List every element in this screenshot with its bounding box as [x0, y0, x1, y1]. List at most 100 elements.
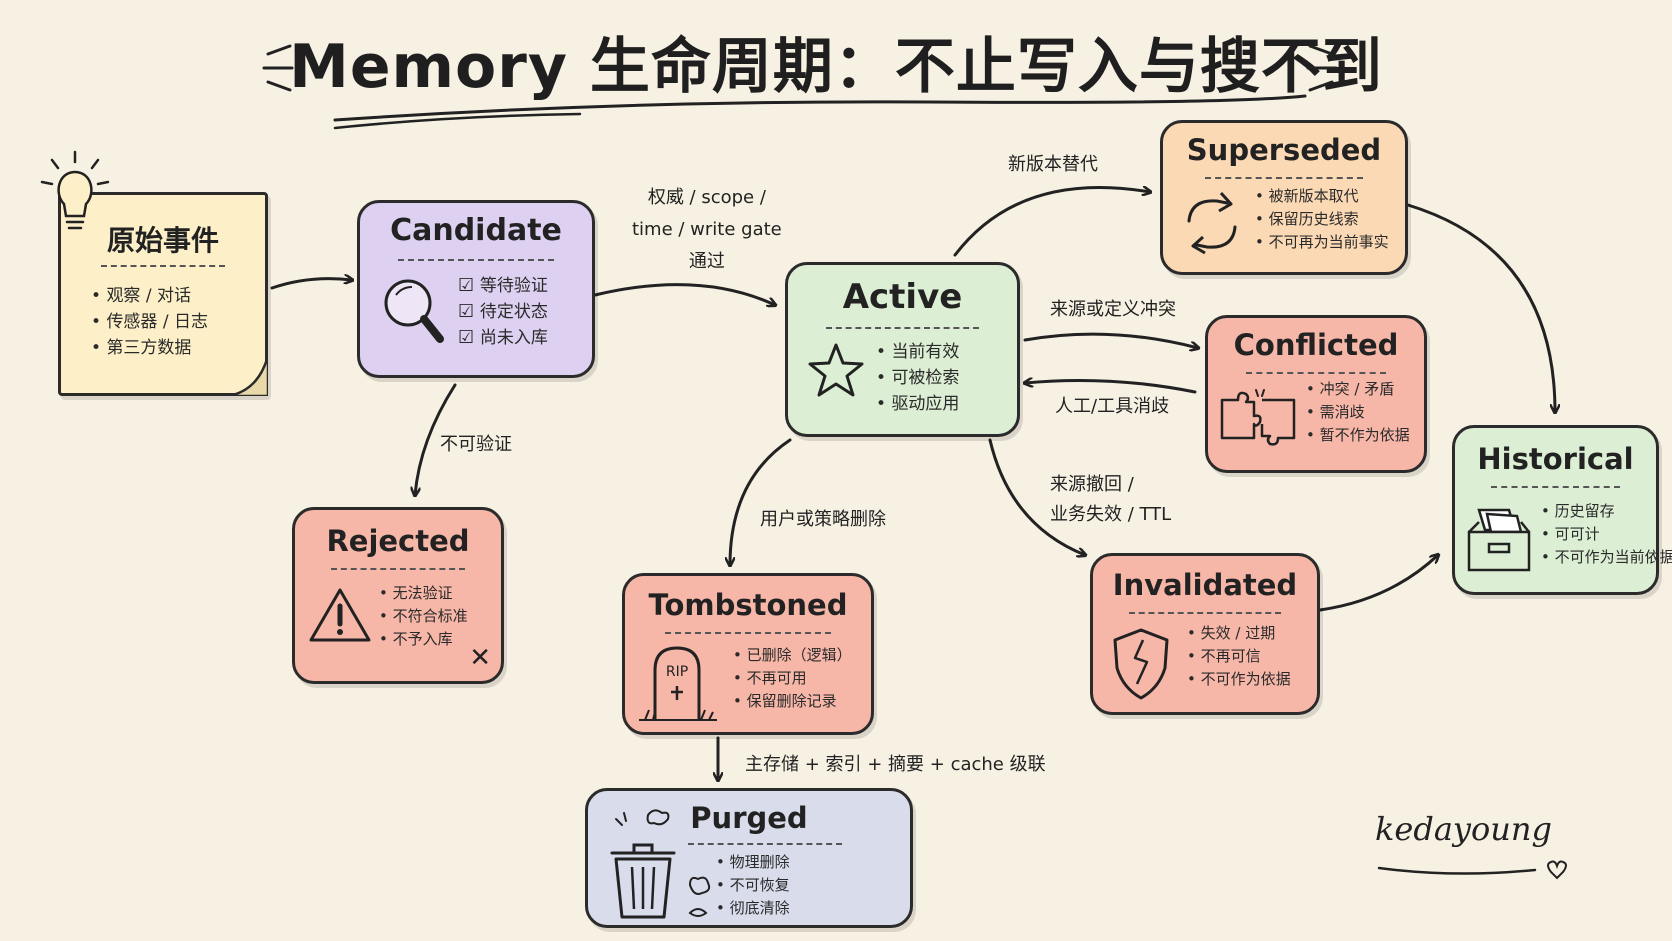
- list-item: 被新版本取代: [1255, 185, 1389, 208]
- node-conflicted-items: 冲突 / 矛盾 需消歧 暂不作为依据: [1306, 378, 1410, 447]
- page-curl-icon: [228, 356, 268, 396]
- node-source-divider: [101, 265, 225, 267]
- node-historical-items: 历史留存 可可计 不可作为当前依据: [1541, 500, 1672, 569]
- list-item: 当前有效: [876, 339, 959, 365]
- node-active-divider: [826, 327, 979, 329]
- node-conflicted: Conflicted 冲突 / 矛盾 需消歧 暂不作为依据: [1205, 315, 1427, 473]
- cycle-arrows-icon: [1187, 191, 1237, 255]
- node-tombstoned-title: Tombstoned: [648, 588, 848, 622]
- list-item: 观察 / 对话: [91, 283, 208, 309]
- node-invalidated-divider: [1129, 612, 1281, 614]
- arrow-candidate-to-rejected: [415, 383, 457, 495]
- node-superseded-items: 被新版本取代 保留历史线索 不可再为当前事实: [1255, 185, 1389, 254]
- list-item: 不再可信: [1187, 645, 1291, 668]
- dust-puff-icon: [688, 876, 711, 917]
- archive-box-icon: [1467, 508, 1531, 572]
- list-item: 不予入库: [379, 628, 468, 651]
- list-item: 不符合标准: [379, 605, 468, 628]
- node-invalidated-items: 失效 / 过期 不再可信 不可作为依据: [1187, 622, 1291, 691]
- magnifier-icon: [384, 279, 444, 343]
- node-purged-title: Purged: [690, 801, 808, 835]
- node-superseded: Superseded 被新版本取代 保留历史线索 不可再为当前事实: [1160, 120, 1408, 275]
- arrow-invalidated-to-historical: [1318, 555, 1438, 612]
- node-source: 原始事件 观察 / 对话 传感器 / 日志 第三方数据: [58, 192, 268, 396]
- puzzle-icon: [1220, 389, 1296, 446]
- list-item: 保留历史线索: [1255, 208, 1389, 231]
- title-left-sparkle: [262, 44, 294, 92]
- tombstone-icon: RIP: [639, 646, 717, 721]
- node-active: Active 当前有效 可被检索 驱动应用: [785, 262, 1020, 437]
- list-item: 第三方数据: [91, 335, 208, 361]
- edge-label-candidate-to-active: 权威 / scope / time / write gate 通过: [632, 187, 782, 272]
- list-item: 待定状态: [458, 299, 548, 325]
- node-superseded-title: Superseded: [1186, 133, 1382, 167]
- node-historical: Historical 历史留存 可可计 不可作为当前依据: [1452, 425, 1672, 595]
- list-item: 等待验证: [458, 273, 548, 299]
- lightbulb-icon: [40, 150, 110, 230]
- node-tombstoned-items: 已删除（逻辑） 不再可用 保留删除记录: [733, 644, 852, 713]
- arrow-candidate-to-active: [593, 283, 775, 305]
- list-item: 失效 / 过期: [1187, 622, 1291, 645]
- list-item: 彻底清除: [716, 897, 790, 920]
- warning-icon: [309, 588, 371, 642]
- edge-label-active-to-superseded: 新版本替代: [1008, 154, 1098, 175]
- node-superseded-divider: [1205, 177, 1363, 179]
- node-invalidated-title: Invalidated: [1112, 568, 1298, 602]
- list-item: 传感器 / 日志: [91, 309, 208, 335]
- node-tombstoned-divider: [665, 632, 831, 634]
- list-item: 不可作为当前依据: [1541, 546, 1672, 569]
- star-icon: [808, 343, 864, 397]
- node-source-items: 观察 / 对话 传感器 / 日志 第三方数据: [91, 283, 208, 361]
- node-invalidated: Invalidated 失效 / 过期 不再可信 不可作为依据: [1090, 553, 1320, 715]
- list-item: 无法验证: [379, 582, 468, 605]
- arrow-active-to-tombstoned: [730, 438, 792, 565]
- node-candidate-items: 等待验证 待定状态 尚未入库: [458, 273, 548, 351]
- node-active-items: 当前有效 可被检索 驱动应用: [876, 339, 959, 417]
- edge-label-candidate-to-rejected: 不可验证: [440, 434, 512, 455]
- broken-shield-icon: [1113, 628, 1169, 700]
- node-historical-divider: [1491, 486, 1620, 488]
- reject-x-icon: ✕: [469, 643, 491, 673]
- node-candidate-title: Candidate: [390, 213, 562, 248]
- edge-label-conflicted-to-active: 人工/工具消歧: [1055, 396, 1170, 417]
- arrow-conflicted-to-active: [1025, 380, 1197, 394]
- node-source-title: 原始事件: [106, 224, 219, 257]
- node-purged: Purged 物理删除 不可恢复 彻底清除: [585, 788, 913, 928]
- edge-label-tombstoned-to-purged: 主存储 + 索引 + 摘要 + cache 级联: [745, 754, 1046, 775]
- list-item: 可可计: [1541, 523, 1672, 546]
- list-item: 保留删除记录: [733, 690, 852, 713]
- list-item: 尚未入库: [458, 325, 548, 351]
- author-signature: kedayoung: [1375, 810, 1552, 848]
- edge-label-active-to-tombstoned: 用户或策略删除: [760, 509, 886, 530]
- arrow-superseded-to-historical: [1406, 203, 1555, 412]
- list-item: 驱动应用: [876, 391, 959, 417]
- title-underline: [333, 94, 1307, 130]
- list-item: 不可恢复: [716, 874, 790, 897]
- node-conflicted-title: Conflicted: [1233, 328, 1399, 362]
- node-conflicted-divider: [1246, 372, 1386, 374]
- node-rejected-title: Rejected: [326, 524, 470, 558]
- node-candidate-divider: [398, 259, 554, 261]
- node-historical-title: Historical: [1477, 442, 1634, 476]
- trash-can-icon: [610, 809, 676, 919]
- arrow-active-to-superseded: [953, 187, 1150, 257]
- node-purged-items: 物理删除 不可恢复 彻底清除: [716, 851, 790, 920]
- list-item: 物理删除: [716, 851, 790, 874]
- list-item: 冲突 / 矛盾: [1306, 378, 1410, 401]
- list-item: 不可作为依据: [1187, 668, 1291, 691]
- tombstone-label: RIP: [666, 664, 688, 680]
- edge-label-active-to-conflicted: 来源或定义冲突: [1050, 299, 1176, 320]
- page-title: Memory 生命周期：不止写入与搜不到: [289, 32, 1383, 102]
- list-item: 可被检索: [876, 365, 959, 391]
- title-right-sparkle: [1306, 44, 1338, 92]
- node-tombstoned: Tombstoned RIP 已删除（逻辑） 不再可用 保留删除记录: [622, 573, 874, 735]
- node-rejected-divider: [331, 568, 465, 570]
- node-rejected-items: 无法验证 不符合标准 不予入库: [379, 582, 468, 651]
- node-active-title: Active: [842, 277, 963, 317]
- signature-underline-heart-icon: [1377, 860, 1567, 880]
- node-candidate: Candidate 等待验证 待定状态 尚未入库: [357, 200, 595, 378]
- list-item: 暂不作为依据: [1306, 424, 1410, 447]
- list-item: 历史留存: [1541, 500, 1672, 523]
- list-item: 已删除（逻辑）: [733, 644, 852, 667]
